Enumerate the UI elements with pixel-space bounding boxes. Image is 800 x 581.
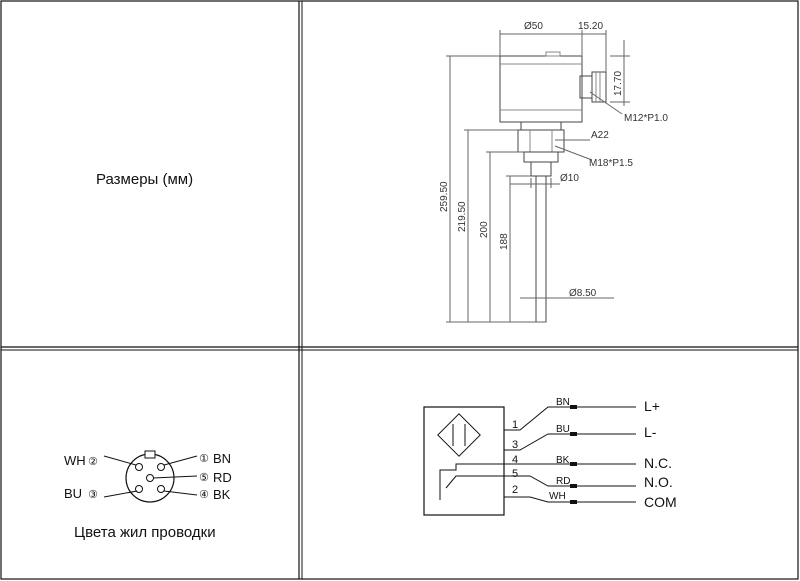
wire-color-rd: RD — [556, 476, 570, 487]
dim-process-thread: M18*P1.5 — [589, 158, 633, 169]
sensor-symbol-icon — [437, 413, 481, 457]
pin-bk-label: BK — [213, 487, 231, 502]
wire-signal-nc: N.C. — [644, 455, 672, 471]
pin-bn-number: ① — [199, 453, 209, 465]
pin-bu-label: BU — [64, 486, 82, 501]
wire-signal-no: N.O. — [644, 474, 673, 490]
wire-line — [504, 406, 636, 431]
wire-pin-1: 1 — [512, 419, 518, 431]
wire-color-wh: WH — [549, 491, 566, 502]
wire-signal-lplus: L+ — [644, 398, 660, 414]
dim-length-4: 188 — [499, 233, 510, 250]
wire-pin-5: 5 — [512, 468, 518, 480]
wire-colors-label: Цвета жил проводки — [74, 524, 216, 541]
wire-color-bu: BU — [556, 424, 570, 435]
wire-line — [504, 433, 636, 451]
dim-connector-height: 17.70 — [613, 71, 624, 96]
pin-bu-number: ③ — [88, 489, 98, 501]
dim-rod-diameter: Ø10 — [560, 173, 579, 184]
dim-hex: A22 — [591, 130, 609, 141]
pin-bk-number: ④ — [199, 489, 209, 501]
wire-color-bk: BK — [556, 455, 570, 466]
wire-pin-3: 3 — [512, 439, 518, 451]
pin-wh-label: WH — [64, 453, 86, 468]
dim-length-2: 219.50 — [457, 201, 468, 232]
wire-line — [504, 496, 636, 503]
wire-signal-lminus: L- — [644, 424, 657, 440]
wire-pin-2: 2 — [512, 484, 518, 496]
pin-rd-number: ⑤ — [199, 472, 209, 484]
wire-terminal — [570, 484, 577, 488]
wire-terminal — [570, 432, 577, 436]
wire-line — [508, 475, 636, 487]
pin-bn-label: BN — [213, 451, 231, 466]
dim-housing-diameter: Ø50 — [524, 21, 543, 32]
pin-wh-number: ② — [88, 456, 98, 468]
wire-terminal — [570, 500, 577, 504]
wire-lines — [504, 405, 636, 504]
wire-color-bn: BN — [556, 397, 570, 408]
dim-length-3: 200 — [479, 221, 490, 238]
sensor-block — [423, 406, 505, 516]
dimensions-label: Размеры (мм) — [96, 171, 194, 188]
wire-terminal — [570, 405, 577, 409]
dim-tip-diameter: Ø8.50 — [569, 288, 597, 299]
dim-connector-offset: 15.20 — [578, 21, 603, 32]
wire-pin-4: 4 — [512, 454, 518, 466]
wire-signal-com: COM — [644, 494, 677, 510]
dim-length-total: 259.50 — [439, 181, 450, 212]
dim-connector-thread: M12*P1.0 — [624, 113, 668, 124]
pin-rd-label: RD — [213, 470, 232, 485]
wire-terminal — [570, 462, 577, 466]
